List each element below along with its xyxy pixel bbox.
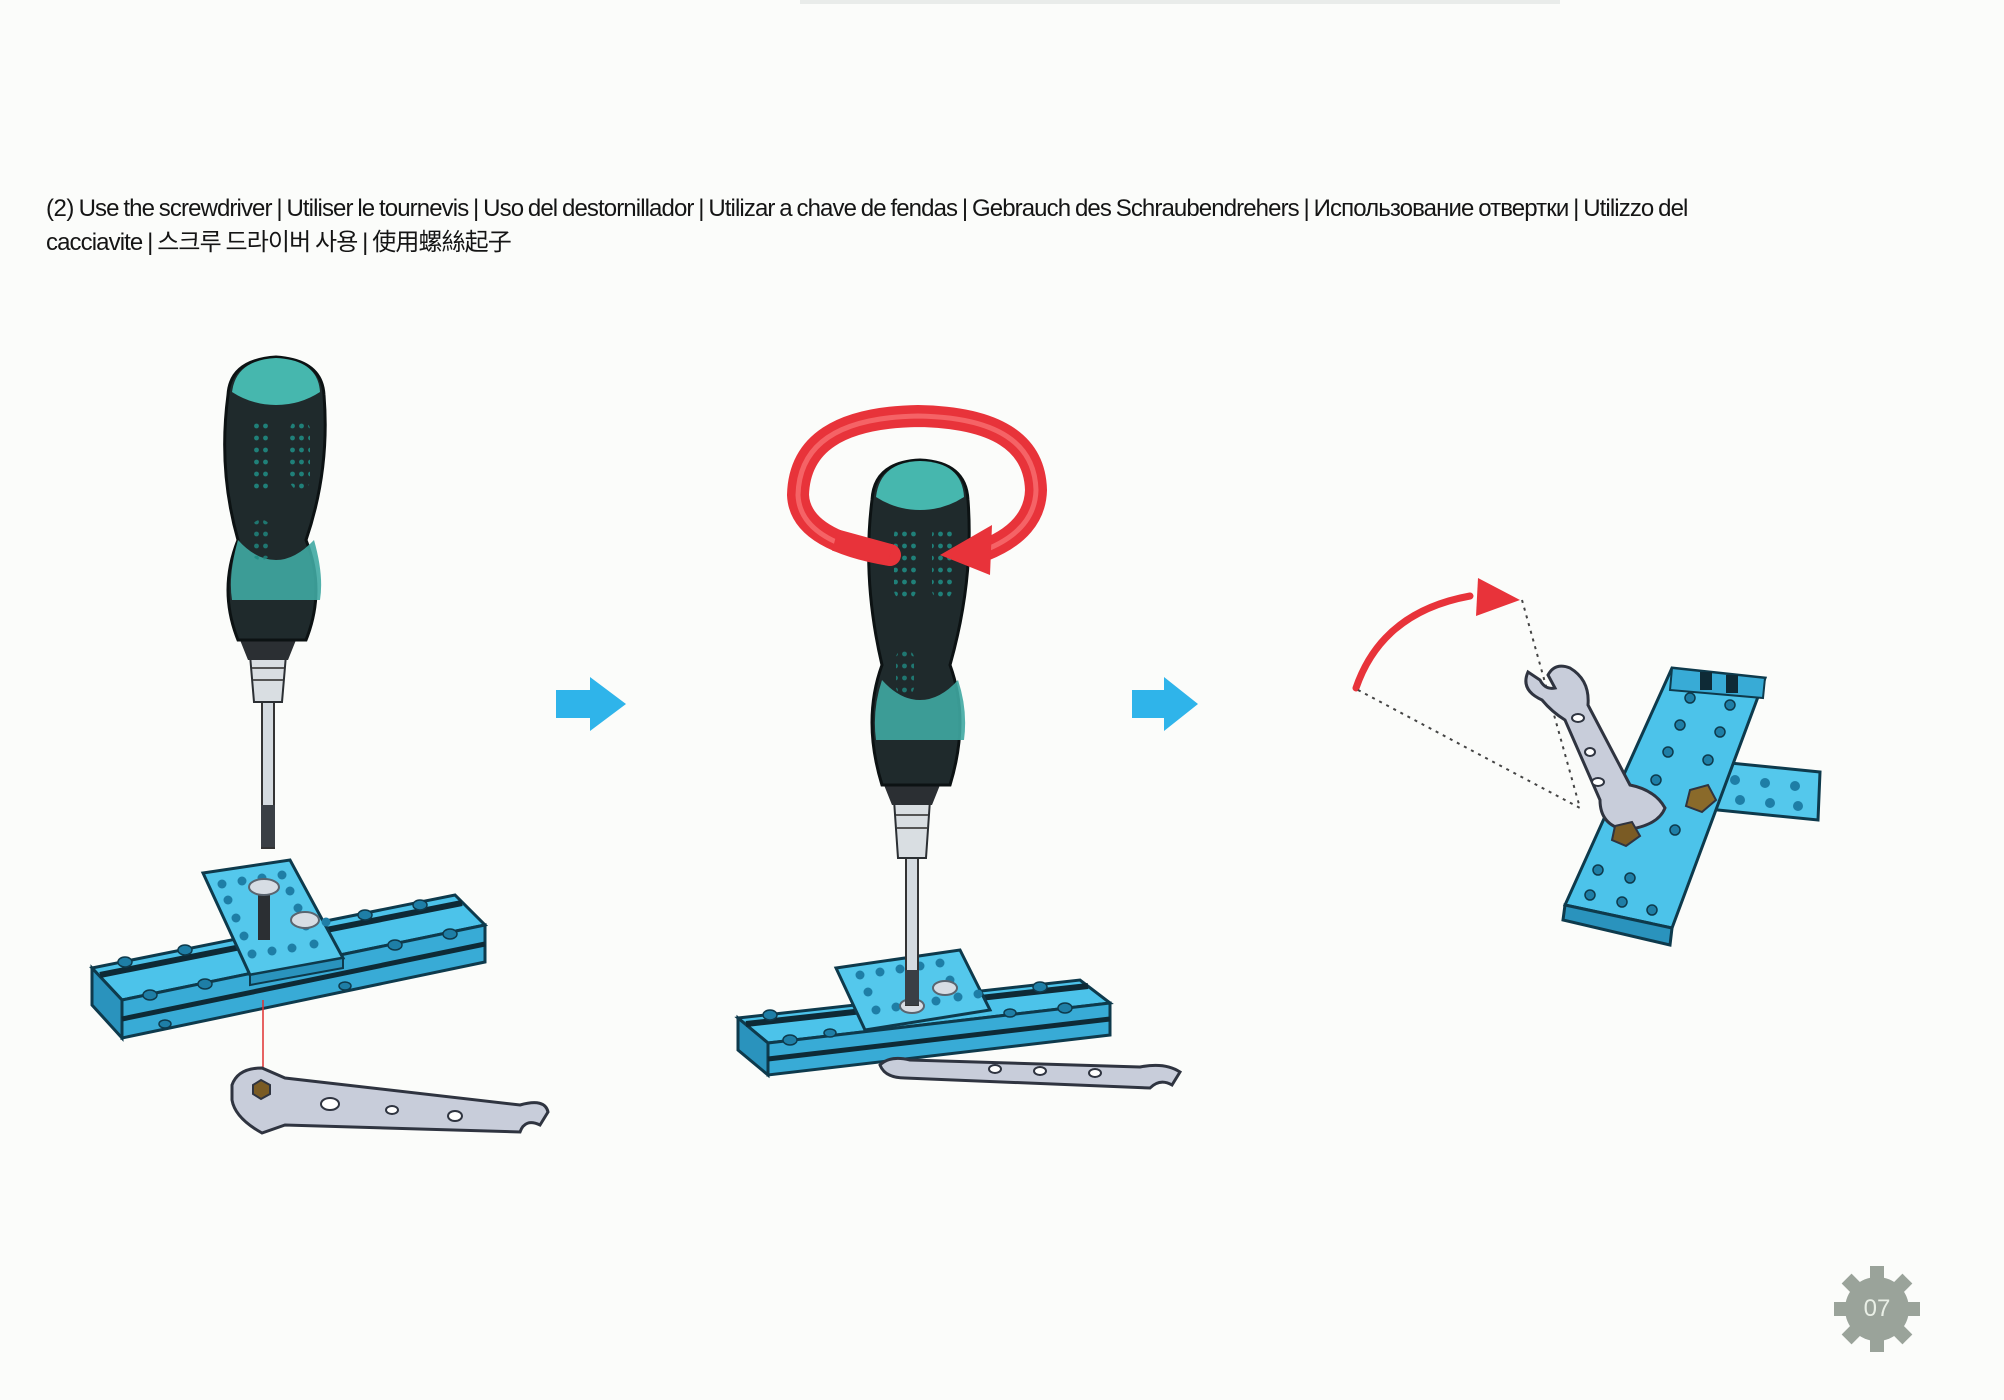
right-arrow-icon bbox=[556, 677, 626, 731]
wrench-icon bbox=[880, 1058, 1180, 1088]
page-number: 07 bbox=[1832, 1264, 1922, 1354]
screwdriver-icon bbox=[869, 460, 970, 1005]
right-arrow-icon bbox=[1132, 677, 1198, 731]
step-1-insert-screwdriver bbox=[92, 357, 548, 1133]
curved-arrow-icon bbox=[1356, 578, 1520, 688]
screwdriver-icon bbox=[225, 357, 326, 848]
step-3-tighten-with-wrench bbox=[1356, 578, 1820, 945]
step-2-turn-screwdriver bbox=[738, 416, 1180, 1088]
wrench-icon bbox=[232, 1068, 548, 1133]
page-number-badge: 07 bbox=[1832, 1264, 1922, 1354]
